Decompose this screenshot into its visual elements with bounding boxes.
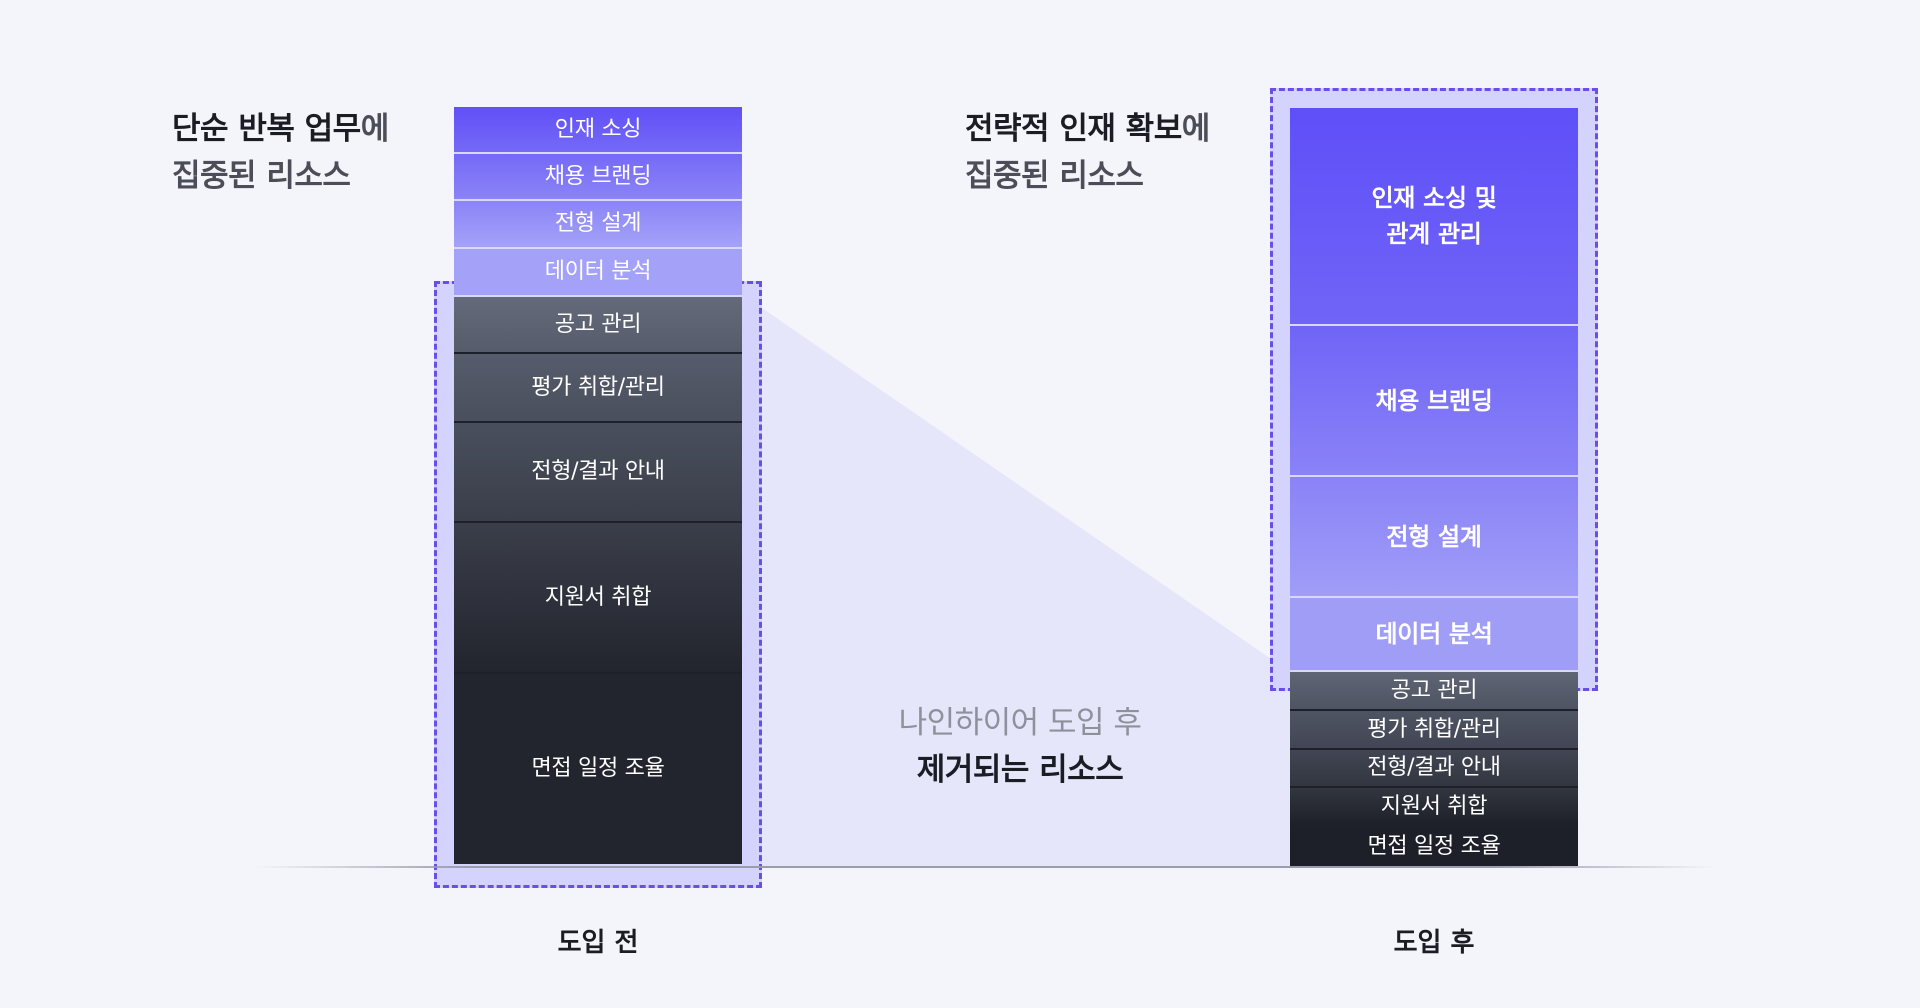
before-heading-line2: 집중된 리소스 — [172, 158, 351, 194]
before-segment-repetitive: 공고 관리 — [454, 297, 742, 354]
after-segment-strategic: 전형 설계 — [1290, 477, 1578, 598]
after-heading-tail: 에 — [1181, 111, 1211, 147]
before-segment-repetitive: 전형/결과 안내 — [454, 423, 742, 523]
before-segment-strategic: 데이터 분석 — [454, 249, 742, 297]
after-heading-strong: 전략적 인재 확보 — [965, 111, 1182, 147]
after-segment-repetitive: 전형/결과 안내 — [1290, 750, 1578, 788]
after-label: 도입 후 — [1393, 928, 1475, 958]
chart-baseline — [255, 866, 1715, 868]
before-heading: 단순 반복 업무에 집중된 리소스 — [172, 106, 389, 200]
after-heading-line2: 집중된 리소스 — [965, 158, 1144, 194]
before-segment-repetitive: 지원서 취합 — [454, 523, 742, 674]
before-heading-strong: 단순 반복 업무 — [172, 111, 361, 147]
after-segment-repetitive: 평가 취합/관리 — [1290, 711, 1578, 750]
before-segment-strategic: 채용 브랜딩 — [454, 154, 742, 201]
before-heading-tail: 에 — [360, 111, 390, 147]
before-segment-strategic: 전형 설계 — [454, 201, 742, 249]
note-line1: 나인하이어 도입 후 — [898, 705, 1142, 741]
after-segment-strategic: 인재 소싱 및 관계 관리 — [1290, 108, 1578, 326]
removed-resources-note: 나인하이어 도입 후 제거되는 리소스 — [860, 700, 1180, 794]
after-segment-repetitive: 면접 일정 조율 — [1290, 827, 1578, 866]
after-segment-repetitive: 공고 관리 — [1290, 672, 1578, 711]
after-segment-strategic: 채용 브랜딩 — [1290, 326, 1578, 477]
before-segment-repetitive: 평가 취합/관리 — [454, 354, 742, 423]
before-segment-strategic: 인재 소싱 — [454, 107, 742, 154]
after-segment-repetitive: 지원서 취합 — [1290, 788, 1578, 827]
after-heading: 전략적 인재 확보에 집중된 리소스 — [965, 106, 1210, 200]
before-segment-repetitive: 면접 일정 조율 — [454, 674, 742, 864]
note-line2: 제거되는 리소스 — [916, 752, 1124, 788]
after-segment-strategic: 데이터 분석 — [1290, 598, 1578, 672]
before-label: 도입 전 — [557, 928, 639, 958]
